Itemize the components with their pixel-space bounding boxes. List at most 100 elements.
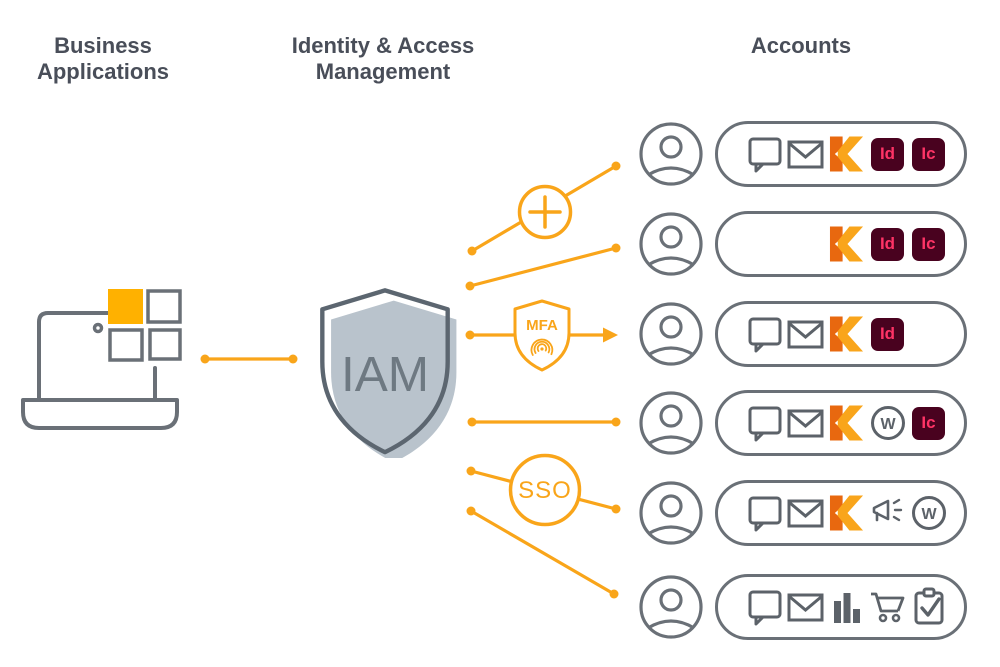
- mail-icon: [787, 140, 824, 168]
- indesign-icon: Id: [871, 227, 904, 261]
- indesign-label: Id: [879, 144, 896, 163]
- sso-label: SSO: [518, 477, 572, 504]
- app-slot: [744, 581, 785, 633]
- app-slot: [826, 581, 867, 633]
- app-slot: [826, 397, 867, 449]
- app-slot: [785, 487, 826, 539]
- app-square: [148, 328, 182, 361]
- account-row: W: [638, 480, 967, 546]
- user-icon: [639, 212, 703, 276]
- fingerprint-icon: [530, 338, 554, 356]
- user-icon: [639, 481, 703, 545]
- mail-icon: [787, 499, 824, 527]
- app-slot: Ic: [908, 128, 949, 180]
- account-row: W Ic: [638, 390, 967, 456]
- highlighted-app-square: [108, 289, 143, 324]
- shield-fill-shadow: [331, 300, 457, 458]
- wordpress-icon: W: [870, 406, 905, 440]
- identity-access-management-header: Identity & Access Management: [255, 33, 511, 86]
- app-slot: [826, 308, 867, 360]
- indesign-label: Id: [879, 324, 896, 343]
- indesign-icon: Id: [871, 317, 904, 351]
- incopy-icon: Ic: [912, 137, 945, 171]
- k-chevron-logo: [829, 405, 864, 441]
- bar-chart-icon: [833, 593, 860, 623]
- app-slot: [826, 218, 867, 270]
- shopping-cart-icon: [870, 592, 904, 623]
- k-chevron-logo: [829, 316, 864, 352]
- mfa-badge: MFA: [513, 299, 571, 372]
- incopy-icon: Ic: [912, 406, 945, 440]
- account-row: Id: [638, 301, 967, 367]
- sso-badge: SSO: [508, 453, 582, 527]
- account-row: [638, 574, 967, 640]
- account-apps-pill: Id: [715, 301, 967, 367]
- user-icon: [639, 391, 703, 455]
- app-slot: Id: [867, 308, 908, 360]
- accounts-header: Accounts: [708, 33, 894, 59]
- incopy-icon: Ic: [912, 227, 945, 261]
- business-applications-header: Business Applications: [10, 33, 196, 86]
- wordpress-w: W: [880, 416, 896, 433]
- account-apps-pill: Id Ic: [715, 121, 967, 187]
- app-square: [146, 289, 182, 324]
- user-icon: [639, 575, 703, 639]
- incopy-label: Ic: [921, 144, 936, 163]
- app-slot: [867, 487, 908, 539]
- app-slot: [785, 397, 826, 449]
- app-slot: [785, 308, 826, 360]
- app-slot: W: [908, 487, 949, 539]
- clipboard-check-icon: [914, 587, 943, 625]
- app-slot: Id: [867, 128, 908, 180]
- account-apps-pill: Id Ic: [715, 211, 967, 277]
- header-line: Applications: [36, 59, 169, 85]
- incopy-label: Ic: [921, 234, 936, 253]
- k-chevron-logo: [829, 495, 864, 531]
- speech-bubble-icon: [748, 590, 781, 625]
- laptop-icon: [21, 289, 182, 430]
- app-slot: [908, 581, 949, 633]
- wordpress-icon: W: [911, 496, 946, 530]
- wordpress-w: W: [921, 506, 937, 523]
- header-line: Accounts: [750, 33, 852, 58]
- app-slot: [744, 128, 785, 180]
- app-slot: [744, 308, 785, 360]
- account-row: Id Ic: [638, 121, 967, 187]
- app-slot: [867, 581, 908, 633]
- app-slot: [826, 487, 867, 539]
- provisioning-badge: [517, 184, 573, 240]
- app-slot: [785, 581, 826, 633]
- account-row: Id Ic: [638, 211, 967, 277]
- iam-label: IAM: [341, 346, 429, 402]
- app-square: [108, 328, 144, 362]
- indesign-icon: Id: [871, 137, 904, 171]
- k-chevron-logo: [829, 226, 864, 262]
- app-slot: [785, 128, 826, 180]
- plus-icon: [528, 195, 562, 229]
- connector-row-6: [470, 509, 615, 596]
- account-apps-pill: W Ic: [715, 390, 967, 456]
- header-line: Business: [54, 33, 152, 58]
- user-icon: [639, 122, 703, 186]
- speech-bubble-icon: [748, 406, 781, 441]
- header-line: Identity & Access: [291, 33, 475, 58]
- app-slot: [744, 487, 785, 539]
- k-chevron-logo: [829, 136, 864, 172]
- app-slot: [744, 397, 785, 449]
- app-slot: Ic: [908, 218, 949, 270]
- app-slot: Ic: [908, 397, 949, 449]
- app-slot: Id: [867, 218, 908, 270]
- mail-icon: [787, 320, 824, 348]
- mail-icon: [787, 409, 824, 437]
- account-apps-pill: W: [715, 480, 967, 546]
- speech-bubble-icon: [748, 137, 781, 172]
- speech-bubble-icon: [748, 496, 781, 531]
- app-slot: W: [867, 397, 908, 449]
- iam-shield: IAM: [320, 288, 457, 458]
- header-line: Management: [315, 59, 451, 85]
- user-icon: [639, 302, 703, 366]
- mail-icon: [787, 593, 824, 621]
